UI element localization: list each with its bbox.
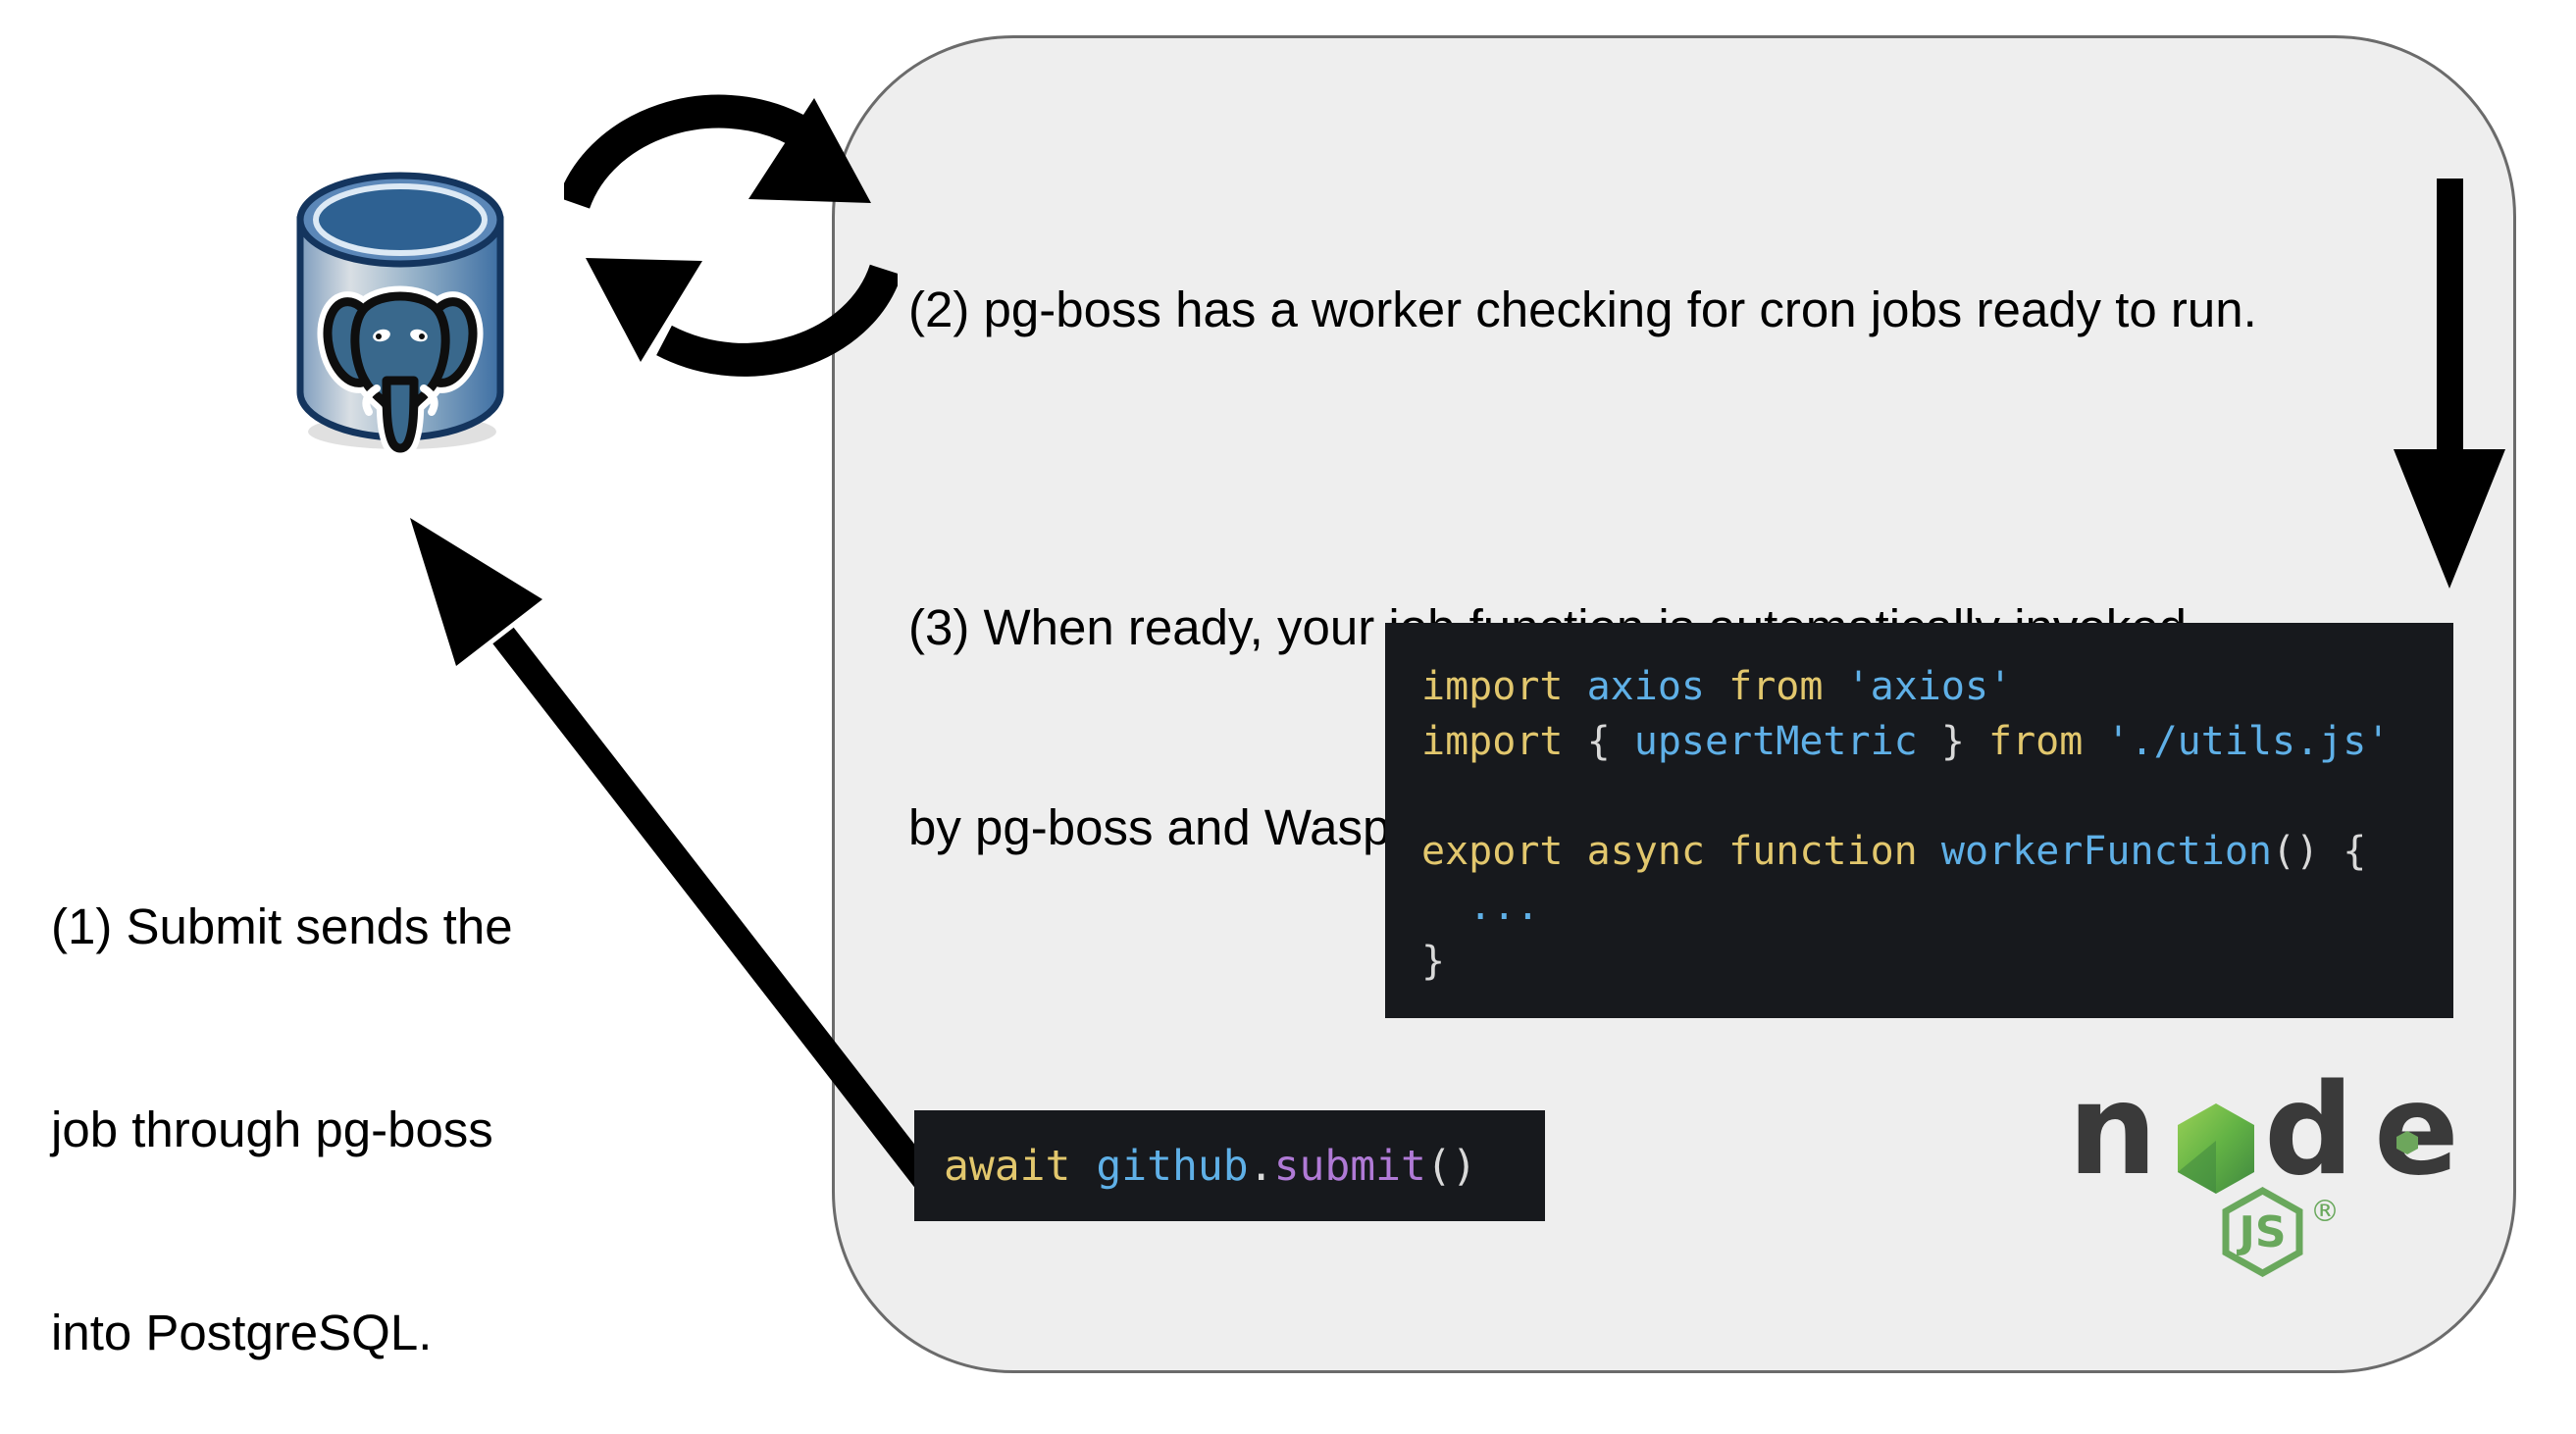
code-token: export bbox=[1421, 829, 1564, 874]
registered-mark: ® bbox=[2310, 1195, 2340, 1229]
code-line: ... bbox=[1421, 879, 2453, 934]
code-token: () { bbox=[2272, 829, 2367, 874]
node-letter-e: e bbox=[2374, 1057, 2459, 1204]
node-hexagon-icon bbox=[2178, 1103, 2254, 1194]
code-token: submit bbox=[1273, 1141, 1426, 1191]
code-token: } bbox=[1421, 939, 1446, 984]
code-token: from bbox=[1728, 664, 1824, 709]
code-line: export async function workerFunction() { bbox=[1421, 824, 2453, 879]
code-token: import bbox=[1421, 719, 1564, 764]
node-letter-d: d bbox=[2264, 1057, 2354, 1204]
code-token: async bbox=[1586, 829, 1706, 874]
code-token: from bbox=[1987, 719, 2084, 764]
code-token bbox=[1705, 664, 1728, 709]
diagonal-arrow-icon bbox=[410, 518, 938, 1191]
code-token: './utils.js' bbox=[2106, 719, 2391, 764]
sync-icon bbox=[564, 94, 898, 377]
node-e-dot-icon bbox=[2396, 1131, 2418, 1154]
code-token bbox=[1823, 664, 1846, 709]
code-token: workerFunction bbox=[1940, 829, 2273, 874]
code-token bbox=[1705, 829, 1728, 874]
worker-code-block: import axios from 'axios'import { upsert… bbox=[1385, 623, 2453, 1018]
submit-code-line: await github.submit() bbox=[944, 1142, 1477, 1191]
step2-label: (2) pg-boss has a worker checking for cr… bbox=[908, 282, 2257, 337]
code-line: import axios from 'axios' bbox=[1421, 659, 2453, 714]
code-token bbox=[2083, 719, 2106, 764]
code-token: upsertMetric bbox=[1633, 719, 1918, 764]
code-token: 'axios' bbox=[1846, 664, 2013, 709]
worker-code-lines: import axios from 'axios'import { upsert… bbox=[1421, 659, 2453, 989]
code-token: github bbox=[1096, 1141, 1249, 1191]
code-token: . bbox=[1248, 1141, 1274, 1191]
node-letter-n: n bbox=[2068, 1057, 2158, 1204]
submit-code-block: await github.submit() bbox=[914, 1110, 1545, 1221]
code-token: { bbox=[1563, 719, 1634, 764]
code-token bbox=[1070, 1142, 1096, 1191]
postgresql-icon bbox=[296, 172, 504, 455]
code-token: ... bbox=[1421, 884, 1540, 929]
code-token: import bbox=[1421, 664, 1564, 709]
code-token bbox=[1564, 829, 1587, 874]
step1-label: (1) Submit sends the job through pg-boss… bbox=[51, 898, 513, 1360]
js-label: JS bbox=[2239, 1206, 2287, 1257]
code-token: await bbox=[944, 1141, 1071, 1191]
code-token: } bbox=[1917, 719, 1988, 764]
down-arrow-icon bbox=[2394, 179, 2505, 589]
code-line: import { upsertMetric } from './utils.js… bbox=[1421, 714, 2453, 769]
code-line bbox=[1421, 769, 2453, 824]
code-token: function bbox=[1728, 829, 1918, 874]
nodejs-logo: n d e JS ® bbox=[2060, 1040, 2482, 1334]
elephant-icon bbox=[323, 291, 478, 453]
js-hexagon-icon bbox=[2222, 1187, 2303, 1277]
code-token: axios bbox=[1586, 664, 1706, 709]
code-token bbox=[1564, 664, 1587, 709]
code-line: } bbox=[1421, 934, 2453, 989]
code-token bbox=[1918, 829, 1941, 874]
code-token: () bbox=[1425, 1141, 1477, 1191]
